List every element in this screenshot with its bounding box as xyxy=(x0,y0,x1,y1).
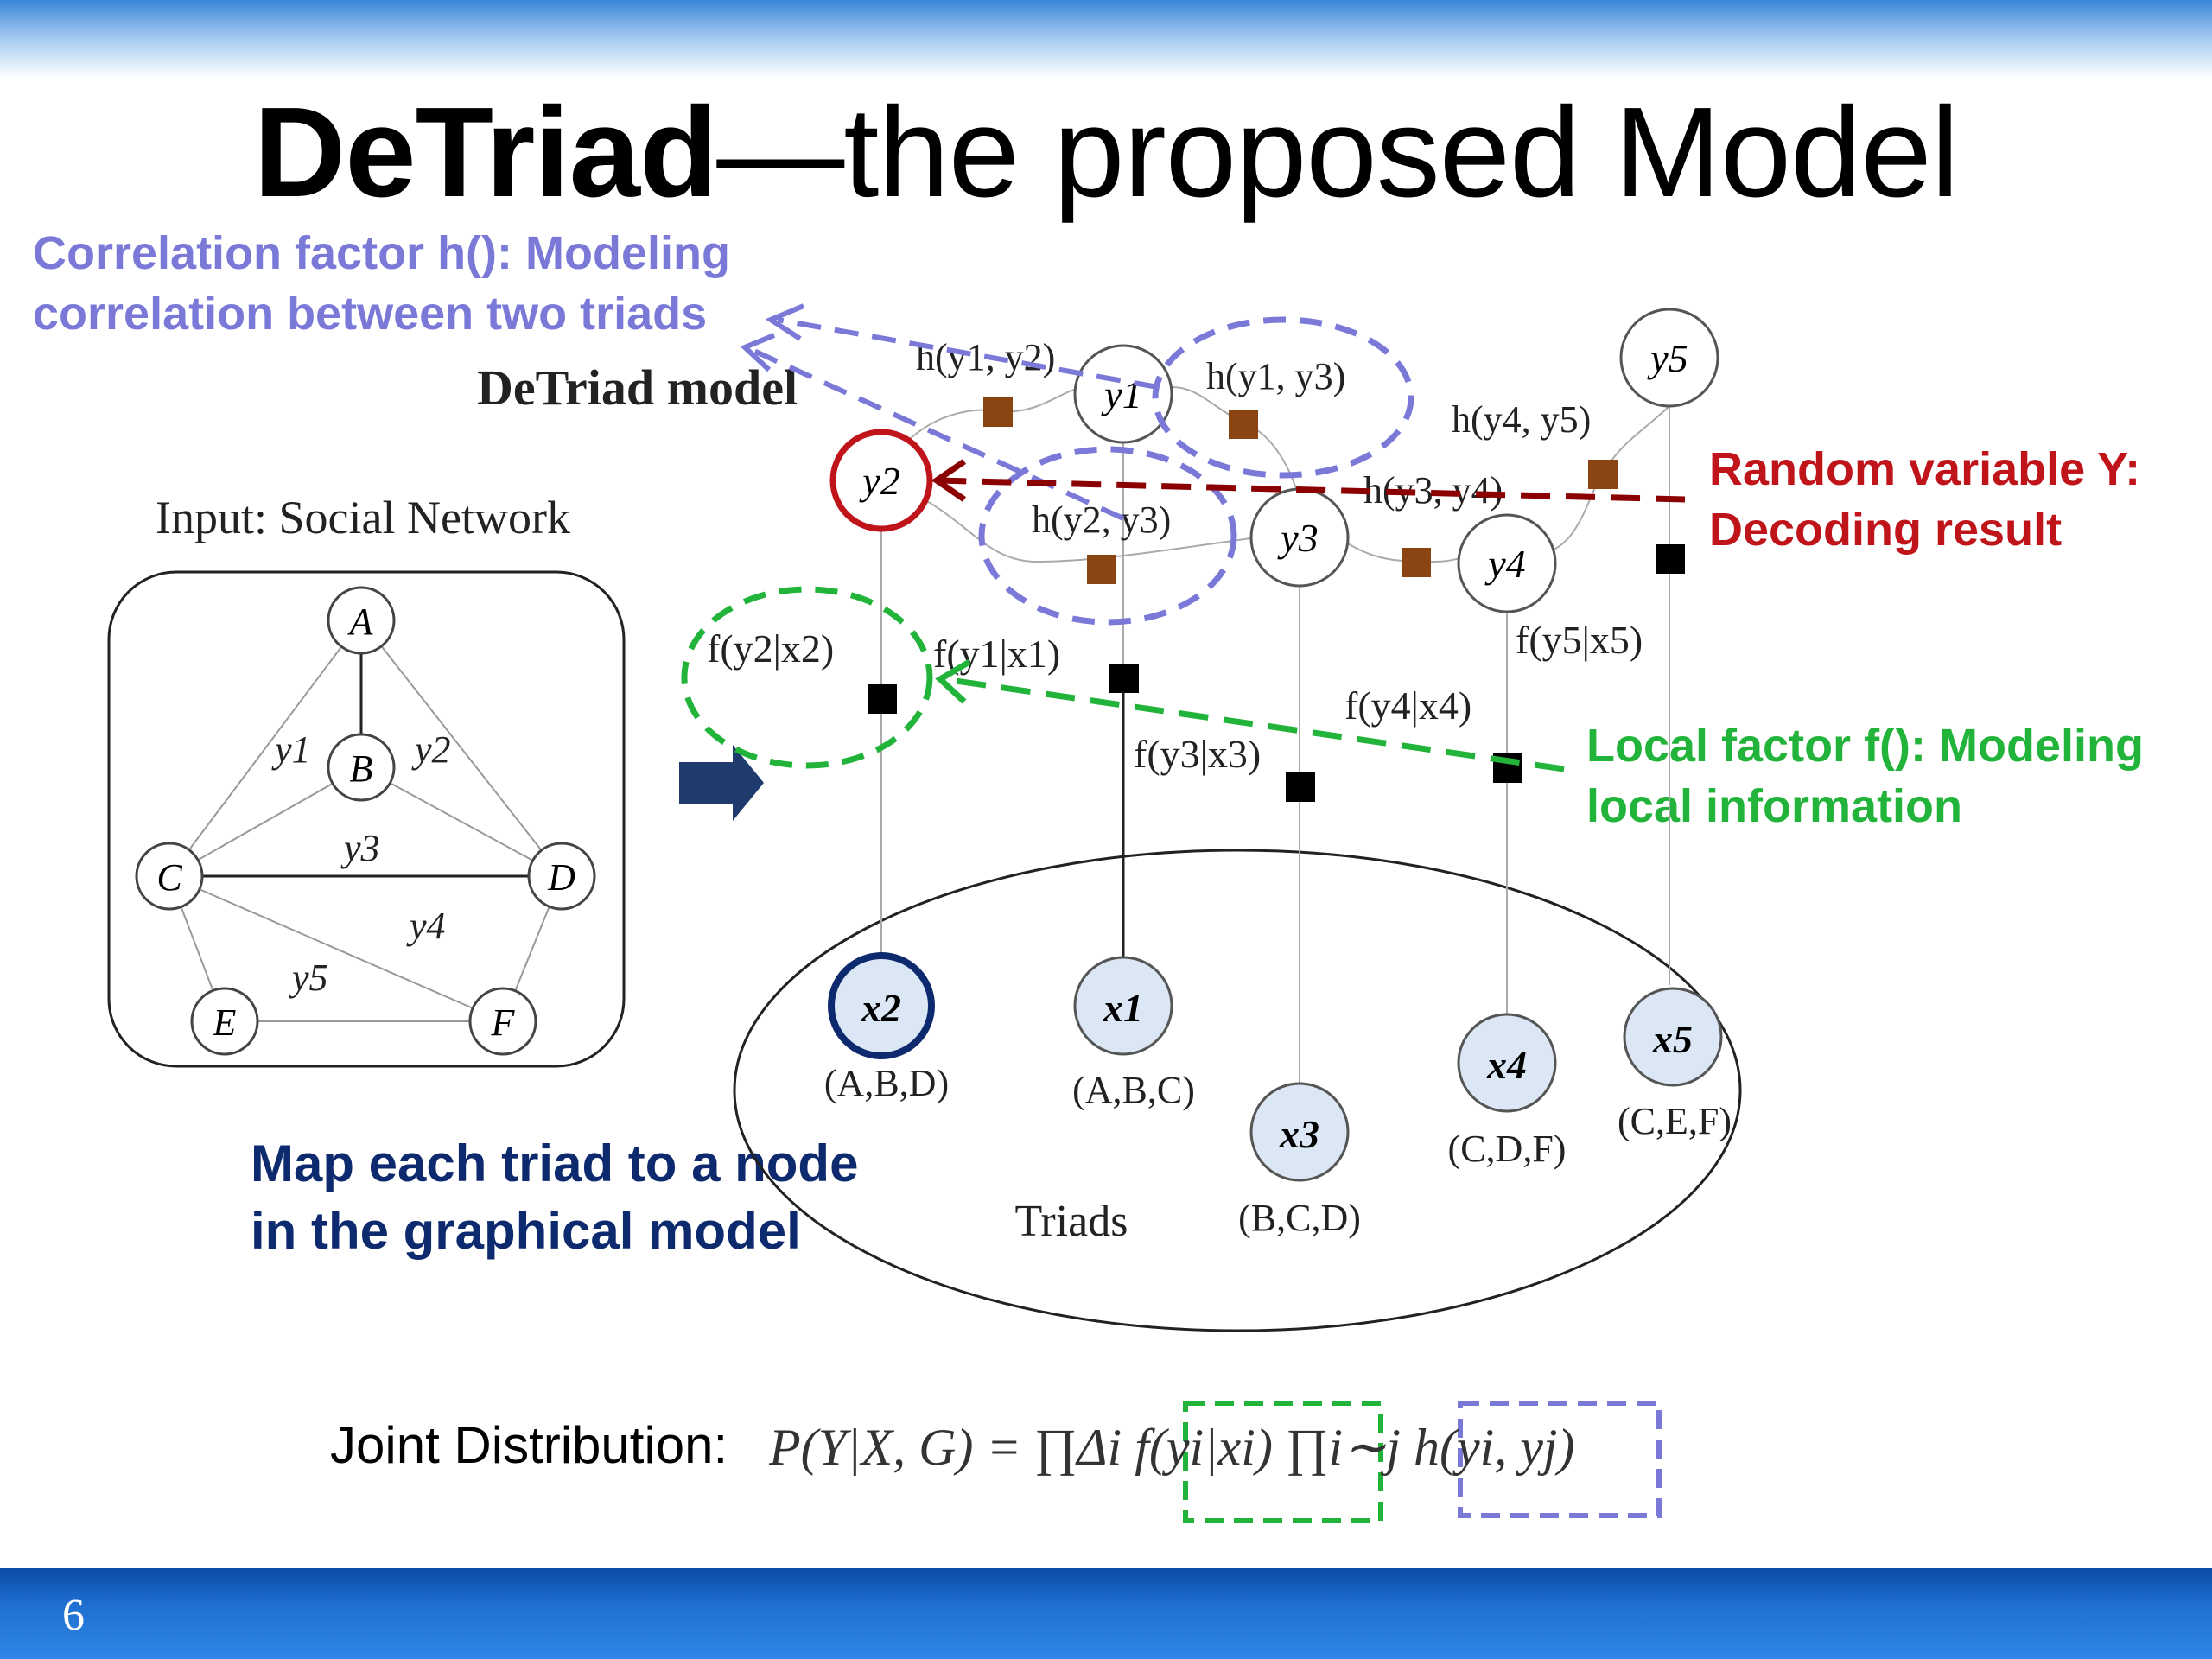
network-node-c: C xyxy=(135,842,204,911)
h-y2-y3-highlight xyxy=(978,446,1237,626)
triad-labels: (A,B,D) (A,B,C) (B,C,D) (C,D,F) (C,E,F) xyxy=(824,1062,1732,1239)
joint-distribution: Joint Distribution: xyxy=(330,1415,728,1475)
local-line-2: local information xyxy=(1586,780,1963,833)
model-label: DeTriad model xyxy=(477,359,798,416)
formula-expression: P(Y|X, G) = ∏Δi f(yi|xi) ∏i∼j h(yi, yj) xyxy=(769,1419,1575,1476)
title-rest: —the proposed Model xyxy=(716,81,1959,224)
x-node-x4: x4 xyxy=(1457,1013,1557,1113)
svg-text:h(y2, y3): h(y2, y3) xyxy=(1032,499,1171,541)
svg-text:y2: y2 xyxy=(859,459,899,503)
correlation-arrowhead-2-icon xyxy=(740,333,776,372)
svg-text:(C,E,F): (C,E,F) xyxy=(1618,1100,1732,1142)
network-node-f: F xyxy=(468,987,537,1056)
x-node-x5: x5 xyxy=(1623,987,1723,1087)
svg-text:y5: y5 xyxy=(289,957,328,999)
network-node-e: E xyxy=(190,987,259,1056)
svg-text:h(y1, y3): h(y1, y3) xyxy=(1206,355,1345,397)
svg-text:y5: y5 xyxy=(1647,336,1688,380)
correlation-arrow-2 xyxy=(748,346,1125,521)
network-edges xyxy=(168,620,563,1022)
x-node-x3: x3 xyxy=(1249,1082,1350,1182)
y-node-y2: y2 xyxy=(830,429,933,532)
local-arrowhead-icon xyxy=(935,658,971,704)
correlation-factor-note: Correlation factor h(): Modeling correla… xyxy=(33,223,730,344)
map-line-2: in the graphical model xyxy=(251,1202,801,1260)
svg-text:x4: x4 xyxy=(1486,1043,1527,1087)
h-factor-squares xyxy=(983,397,1618,584)
svg-text:x2: x2 xyxy=(861,986,901,1030)
y-node-y5: y5 xyxy=(1619,308,1719,408)
network-edge-labels: y1 y2 y3 y4 y5 xyxy=(271,728,451,999)
svg-text:D: D xyxy=(547,856,575,899)
svg-text:f(y3|x3): f(y3|x3) xyxy=(1134,732,1261,776)
svg-text:y1: y1 xyxy=(271,728,311,771)
svg-text:f(y5|x5): f(y5|x5) xyxy=(1516,618,1643,662)
local-line-1: Local factor f(): Modeling xyxy=(1586,720,2144,772)
svg-text:(A,B,D): (A,B,D) xyxy=(824,1062,949,1104)
bottom-gradient-bar xyxy=(0,1568,2212,1659)
svg-text:A: A xyxy=(347,601,374,643)
svg-text:(C,D,F): (C,D,F) xyxy=(1448,1128,1567,1170)
y-node-y1: y1 xyxy=(1073,344,1173,444)
svg-text:E: E xyxy=(213,1001,237,1044)
local-factor-note: Local factor f(): Modeling local informa… xyxy=(1586,715,2144,836)
x-node-x2: x2 xyxy=(828,952,935,1059)
svg-text:y3: y3 xyxy=(340,827,380,869)
svg-text:y2: y2 xyxy=(411,728,451,771)
page-number: 6 xyxy=(62,1591,85,1640)
svg-text:C: C xyxy=(156,856,182,899)
svg-text:f(y2|x2): f(y2|x2) xyxy=(707,626,834,671)
svg-text:B: B xyxy=(350,747,373,790)
title-bold: DeTriad xyxy=(253,81,717,224)
correlation-arrow-1 xyxy=(777,317,1159,390)
x-node-x1: x1 xyxy=(1073,956,1173,1056)
random-line-2: Decoding result xyxy=(1709,504,2063,556)
y-node-y3: y3 xyxy=(1249,487,1350,588)
h-y1-y3-highlight xyxy=(1152,316,1414,479)
svg-text:h(y4, y5): h(y4, y5) xyxy=(1452,398,1591,441)
network-node-a: A xyxy=(327,586,396,655)
svg-text:y4: y4 xyxy=(406,905,446,947)
random-arrowhead-icon xyxy=(931,459,966,502)
svg-text:x5: x5 xyxy=(1652,1017,1693,1061)
network-node-d: D xyxy=(527,842,596,911)
joint-label: Joint Distribution: xyxy=(330,1416,728,1474)
social-network-box xyxy=(107,570,626,1068)
network-node-b: B xyxy=(327,733,396,802)
svg-text:F: F xyxy=(491,1001,516,1044)
triads-ellipse xyxy=(733,849,1742,1332)
f-factor-labels: f(y2|x2) f(y1|x1) f(y3|x3) f(y4|x4) f(y5… xyxy=(707,618,1643,776)
triads-label: Triads xyxy=(1014,1197,1128,1246)
map-arrow-icon xyxy=(679,745,764,821)
joint-formula: P(Y|X, G) = ∏Δi f(yi|xi) ∏i∼j h(yi, yj) xyxy=(769,1417,1685,1478)
formula-h-box xyxy=(1458,1401,1662,1518)
slide-title: DeTriad—the proposed Model xyxy=(0,79,2212,226)
svg-text:f(y4|x4): f(y4|x4) xyxy=(1344,683,1471,728)
y-node-y4: y4 xyxy=(1457,513,1557,613)
svg-text:(A,B,C): (A,B,C) xyxy=(1072,1069,1195,1111)
svg-text:(B,C,D): (B,C,D) xyxy=(1238,1197,1361,1239)
top-gradient-bar xyxy=(0,0,2212,78)
svg-text:x3: x3 xyxy=(1279,1112,1319,1156)
f-y2-x2-highlight xyxy=(681,586,933,769)
random-variable-arrow xyxy=(938,477,1686,503)
f-factor-squares xyxy=(868,544,1685,802)
random-variable-note: Random variable Y: Decoding result xyxy=(1709,439,2140,560)
input-label: Input: Social Network xyxy=(156,492,570,543)
svg-text:x1: x1 xyxy=(1103,986,1143,1030)
formula-f-box xyxy=(1183,1401,1383,1523)
local-factor-arrow xyxy=(943,676,1565,772)
svg-text:y4: y4 xyxy=(1484,542,1525,586)
correlation-line-1: Correlation factor h(): Modeling xyxy=(33,227,730,279)
h-factor-labels: h(y1, y2) h(y1, y3) h(y2, y3) h(y3, y4) … xyxy=(916,336,1591,541)
random-line-1: Random variable Y: xyxy=(1709,443,2141,495)
svg-text:y3: y3 xyxy=(1277,516,1318,560)
correlation-line-2: correlation between two triads xyxy=(33,288,708,340)
correlation-arrowhead-1-icon xyxy=(765,303,805,341)
